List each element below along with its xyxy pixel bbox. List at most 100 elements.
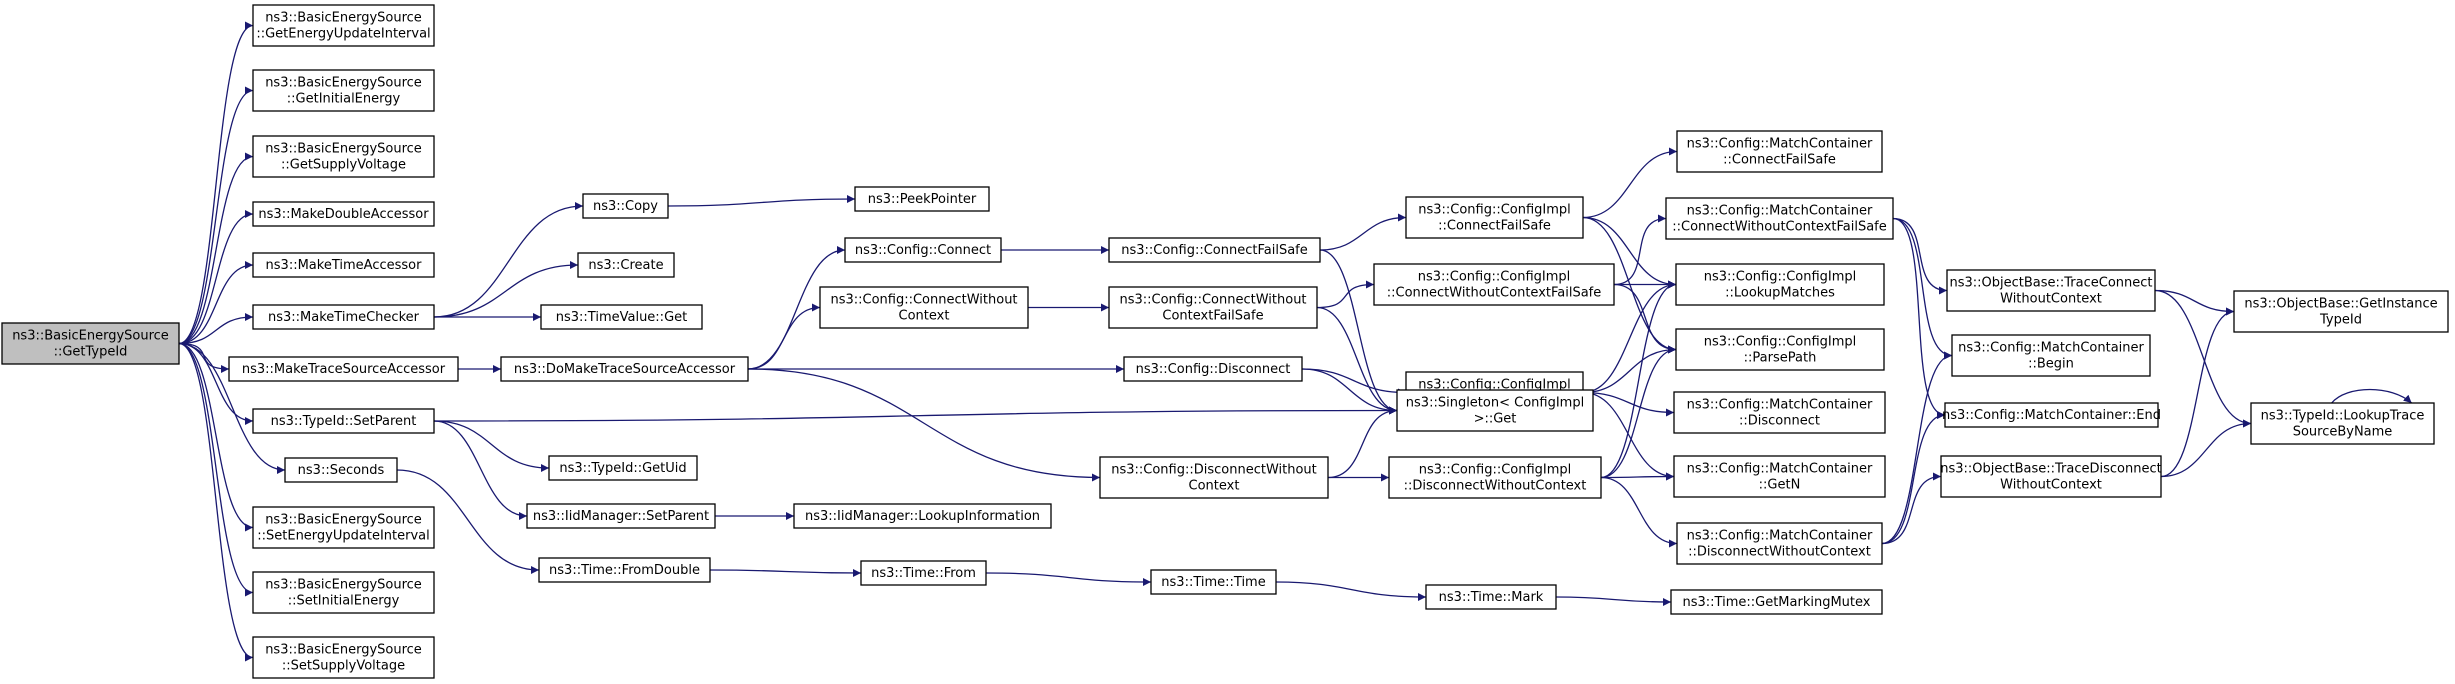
edge-do-make-trace-source-accessor-to-config-connect <box>747 246 846 370</box>
node-mc-connect-fail-safe[interactable]: ns3::Config::MatchContainer::ConnectFail… <box>1676 130 1883 173</box>
edge <box>1555 596 1672 606</box>
edges-layer <box>178 21 2413 662</box>
node-box <box>548 455 698 481</box>
node-label: ns3::MakeTimeChecker <box>268 310 420 325</box>
node-impl-disconnect-without-context[interactable]: ns3::Config::ConfigImpl::DisconnectWitho… <box>1388 456 1602 499</box>
node-iid-manager-set-parent[interactable]: ns3::IidManager::SetParent <box>526 503 716 529</box>
node-label: ns3::Seconds <box>298 463 385 478</box>
edge-root-to-set-initial-energy <box>178 342 254 597</box>
node-label: ns3::Config::MatchContainer <box>1687 462 1873 477</box>
node-box <box>1108 286 1318 329</box>
node-mc-connect-without-context-fail-safe[interactable]: ns3::Config::MatchContainer::ConnectWith… <box>1665 197 1894 240</box>
edge <box>1613 214 1667 286</box>
node-label: ns3::Time::From <box>871 566 976 581</box>
edge <box>747 246 846 370</box>
edge-type-id-set-parent-to-singleton-get <box>433 406 1398 422</box>
node-box <box>1665 197 1894 240</box>
node-label: ns3::Config::MatchContainer <box>1687 204 1873 219</box>
node-box <box>1 322 180 365</box>
node-type-id-set-parent[interactable]: ns3::TypeId::SetParent <box>252 408 435 434</box>
edge-time-mark-to-time-get-marking-mutex <box>1555 596 1672 606</box>
node-make-time-checker[interactable]: ns3::MakeTimeChecker <box>252 304 435 330</box>
node-get-initial-energy[interactable]: ns3::BasicEnergySource::GetInitialEnergy <box>252 69 435 112</box>
node-label: ns3::Create <box>588 258 663 273</box>
node-seconds[interactable]: ns3::Seconds <box>284 457 398 483</box>
node-make-time-accessor[interactable]: ns3::MakeTimeAccessor <box>252 252 435 278</box>
node-box <box>1944 402 2159 428</box>
node-config-disconnect-without-context[interactable]: ns3::Config::DisconnectWithoutContext <box>1099 456 1329 499</box>
node-do-make-trace-source-accessor[interactable]: ns3::DoMakeTraceSourceAccessor <box>500 356 749 382</box>
node-label: ns3::IidManager::LookupInformation <box>805 509 1040 524</box>
node-time-get-marking-mutex[interactable]: ns3::Time::GetMarkingMutex <box>1670 589 1883 615</box>
node-label: ns3::BasicEnergySource <box>12 329 169 344</box>
node-set-initial-energy[interactable]: ns3::BasicEnergySource::SetInitialEnergy <box>252 571 435 614</box>
node-mc-disconnect-without-context[interactable]: ns3::Config::MatchContainer::DisconnectW… <box>1676 522 1883 565</box>
node-box <box>526 503 716 529</box>
node-box <box>1951 334 2151 377</box>
node-box <box>2250 402 2435 445</box>
node-box <box>252 304 435 330</box>
node-impl-connect-fail-safe[interactable]: ns3::Config::ConfigImpl::ConnectFailSafe <box>1405 196 1584 239</box>
node-impl-parse-path[interactable]: ns3::Config::ConfigImpl::ParsePath <box>1675 328 1885 371</box>
node-mc-begin[interactable]: ns3::Config::MatchContainer::Begin <box>1951 334 2151 377</box>
node-config-connect-without-context-fail-safe[interactable]: ns3::Config::ConnectWithoutContextFailSa… <box>1108 286 1318 329</box>
node-ob-trace-disconnect-without-context[interactable]: ns3::ObjectBase::TraceDisconnectWithoutC… <box>1940 455 2162 498</box>
node-config-connect[interactable]: ns3::Config::Connect <box>844 237 1002 263</box>
node-label: >::Get <box>1474 412 1517 427</box>
node-config-disconnect[interactable]: ns3::Config::Disconnect <box>1123 356 1303 382</box>
node-label: ns3::Time::FromDouble <box>549 563 700 578</box>
node-label: SourceByName <box>2293 425 2393 440</box>
node-box <box>284 457 398 483</box>
node-ob-trace-connect-without-context[interactable]: ns3::ObjectBase::TraceConnectWithoutCont… <box>1946 269 2156 312</box>
node-label: ns3::Config::ConfigImpl <box>1418 378 1571 393</box>
node-set-energy-update-interval[interactable]: ns3::BasicEnergySource::SetEnergyUpdateI… <box>252 506 435 549</box>
node-label: ns3::Copy <box>593 199 658 214</box>
edge <box>1319 213 1407 251</box>
node-box <box>538 557 711 583</box>
node-create[interactable]: ns3::Create <box>577 252 675 278</box>
node-get-energy-update-interval[interactable]: ns3::BasicEnergySource::GetEnergyUpdateI… <box>252 4 435 47</box>
node-box <box>1673 455 1886 498</box>
node-impl-lookup-matches[interactable]: ns3::Config::ConfigImpl::LookupMatches <box>1675 263 1885 306</box>
edge <box>1319 249 1398 415</box>
edge-root-to-make-time-accessor <box>178 261 254 345</box>
node-box <box>1099 456 1329 499</box>
node-get-supply-voltage[interactable]: ns3::BasicEnergySource::GetSupplyVoltage <box>252 135 435 178</box>
node-impl-connect-without-context-fail-safe[interactable]: ns3::Config::ConfigImpl::ConnectWithoutC… <box>1373 263 1615 306</box>
edge-ob-trace-connect-without-context-to-ob-get-instance-type-id <box>2154 289 2235 316</box>
node-time-from-double[interactable]: ns3::Time::FromDouble <box>538 557 711 583</box>
node-mc-disconnect[interactable]: ns3::Config::MatchContainer::Disconnect <box>1673 391 1886 434</box>
node-config-connect-fail-safe[interactable]: ns3::Config::ConnectFailSafe <box>1108 237 1321 263</box>
edge-impl-disconnect-without-context-to-mc-get-n <box>1600 472 1675 481</box>
node-box <box>1676 130 1883 173</box>
node-singleton-get[interactable]: ns3::Singleton< ConfigImpl>::Get <box>1396 389 1594 432</box>
node-time-mark[interactable]: ns3::Time::Mark <box>1425 584 1557 610</box>
edge-mc-connect-without-context-fail-safe-to-mc-end <box>1892 217 1946 419</box>
node-iid-manager-lookup-information[interactable]: ns3::IidManager::LookupInformation <box>793 503 1052 529</box>
edge <box>433 420 550 472</box>
edge-impl-disconnect-to-impl-lookup-matches <box>1582 280 1677 394</box>
edge <box>2154 289 2235 316</box>
edge <box>1600 280 1677 479</box>
edge-ob-trace-disconnect-without-context-to-ob-get-instance-type-id <box>2160 307 2235 478</box>
node-make-double-accessor[interactable]: ns3::MakeDoubleAccessor <box>252 201 435 227</box>
node-config-connect-without-context[interactable]: ns3::Config::ConnectWithoutContext <box>819 286 1029 329</box>
node-mc-get-n[interactable]: ns3::Config::MatchContainer::GetN <box>1673 455 1886 498</box>
node-time-value-get[interactable]: ns3::TimeValue::Get <box>540 304 703 330</box>
node-copy[interactable]: ns3::Copy <box>582 193 669 219</box>
edge-copy-to-peek-pointer <box>667 195 856 207</box>
node-make-trace-source-accessor[interactable]: ns3::MakeTraceSourceAccessor <box>228 356 459 382</box>
edge-mc-connect-without-context-fail-safe-to-ob-trace-connect-without-context <box>1892 217 1948 295</box>
node-time-time[interactable]: ns3::Time::Time <box>1150 569 1277 595</box>
node-type-id-get-uid[interactable]: ns3::TypeId::GetUid <box>548 455 698 481</box>
node-set-supply-voltage[interactable]: ns3::BasicEnergySource::SetSupplyVoltage <box>252 636 435 679</box>
node-peek-pointer[interactable]: ns3::PeekPointer <box>854 186 990 212</box>
edge-mc-disconnect-without-context-to-mc-begin <box>1881 351 1953 545</box>
node-time-from[interactable]: ns3::Time::From <box>860 560 987 586</box>
node-box <box>1123 356 1303 382</box>
node-mc-end[interactable]: ns3::Config::MatchContainer::End <box>1942 402 2161 428</box>
node-box <box>252 69 435 112</box>
node-root[interactable]: ns3::BasicEnergySource::GetTypeId <box>1 322 180 365</box>
